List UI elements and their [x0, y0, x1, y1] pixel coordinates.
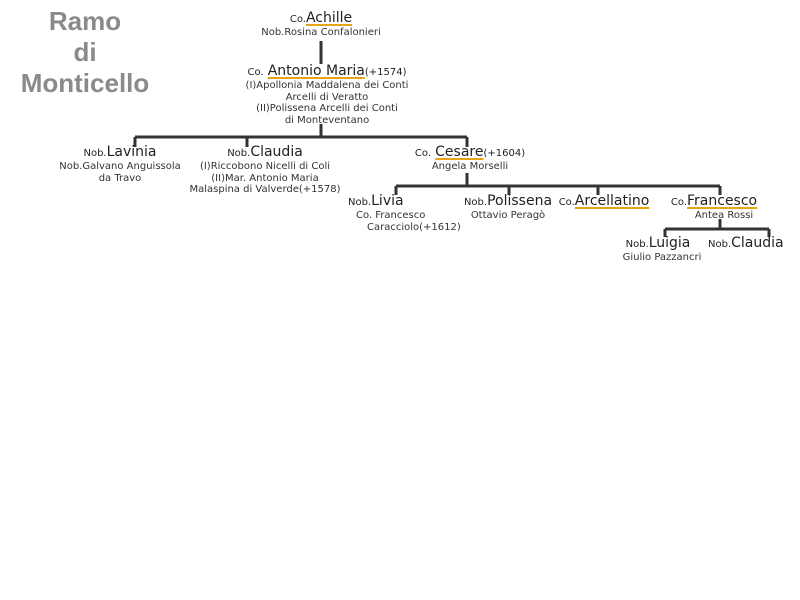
title-prefix: Co.	[414, 148, 431, 159]
person-name: Luigia	[648, 235, 691, 251]
spouse-line: Caracciolo(+1612)	[367, 221, 461, 233]
title-prefix: Nob.	[463, 197, 488, 208]
spouse-line: Giulio Pazzancri	[622, 252, 702, 263]
person-name: Arcellatino	[574, 193, 650, 209]
person-heading: Nob.Claudia	[185, 145, 345, 161]
spouse-info: Angela Morselli	[400, 161, 540, 173]
person-name: Claudia	[731, 235, 784, 251]
spouse-line: da Travo	[98, 172, 142, 184]
person-heading: Co. Antonio Maria(+1574)	[232, 64, 422, 80]
spouse-info: (I)Riccobono Nicelli di Coli (II)Mar. An…	[185, 161, 345, 196]
person-heading: Co.Francesco	[660, 194, 768, 210]
spouse-info: Antea Rossi	[660, 210, 768, 222]
spouse-line: Ottavio Peragò	[470, 210, 546, 221]
person-livia: Nob.Livia Co. Francesco Caracciolo(+1612…	[348, 194, 468, 233]
person-heading: Nob.Livia	[348, 194, 468, 210]
spouse-line: (II)Mar. Antonio Maria	[211, 172, 319, 184]
person-name: Claudia	[250, 144, 303, 160]
person-dates: (+1574)	[364, 67, 407, 78]
spouse-line: Antea Rossi	[694, 210, 754, 221]
branch-title: Ramo di Monticello	[6, 6, 164, 99]
person-heading: Nob.Polissena	[452, 194, 564, 210]
person-heading: Co. Cesare(+1604)	[400, 145, 540, 161]
title-line: di	[73, 37, 97, 67]
spouse-info: Ottavio Peragò	[452, 210, 564, 222]
person-heading: Nob.Claudia	[708, 236, 798, 252]
spouse-line: Arcelli di Veratto	[285, 91, 369, 103]
spouse-info: Giulio Pazzancri	[610, 252, 706, 264]
person-name: Livia	[371, 193, 404, 209]
person-polissena: Nob.Polissena Ottavio Peragò	[452, 194, 564, 222]
person-claudia-2: Nob.Claudia	[708, 236, 798, 252]
person-francesco: Co.Francesco Antea Rossi	[660, 194, 768, 222]
title-prefix: Nob.	[625, 239, 649, 250]
person-luigia: Nob.Luigia Giulio Pazzancri	[610, 236, 706, 264]
person-name: Cesare	[435, 144, 484, 160]
title-prefix: Nob.	[708, 239, 732, 250]
spouse-line: Nob.Rosina Confalonieri	[261, 27, 381, 38]
spouse-info: Nob.Galvano Anguissola da Travo	[42, 161, 198, 184]
person-heading: Nob.Lavinia	[42, 145, 198, 161]
title-prefix: Nob.	[348, 197, 372, 208]
person-name: Antonio Maria	[267, 63, 365, 79]
spouse-info: Co. Francesco Caracciolo(+1612)	[348, 210, 468, 233]
person-claudia: Nob.Claudia (I)Riccobono Nicelli di Coli…	[185, 145, 345, 196]
spouse-line: (II)Polissena Arcelli dei Conti	[256, 103, 398, 114]
person-name: Achille	[305, 10, 353, 26]
title-prefix: Co.	[670, 197, 687, 208]
person-name: Lavinia	[106, 144, 157, 160]
spouse-line: di Monteventano	[284, 114, 370, 126]
person-lavinia: Nob.Lavinia Nob.Galvano Anguissola da Tr…	[42, 145, 198, 184]
person-antonio-maria: Co. Antonio Maria(+1574) (I)Apollonia Ma…	[232, 64, 422, 126]
title-prefix: Co.	[289, 14, 306, 25]
person-heading: Nob.Luigia	[610, 236, 706, 252]
person-achille: Co.Achille Nob.Rosina Confalonieri	[236, 11, 406, 39]
spouse-line: Angela Morselli	[431, 161, 509, 172]
title-prefix: Nob.	[83, 148, 107, 159]
title-prefix: Co.	[247, 67, 264, 78]
spouse-line: Malaspina di Valverde(+1578)	[189, 184, 341, 195]
title-line: Ramo	[48, 6, 122, 36]
spouse-line: (I)Riccobono Nicelli di Coli	[199, 161, 331, 172]
spouse-line: Nob.Galvano Anguissola	[59, 161, 181, 172]
person-name: Francesco	[687, 193, 758, 209]
spouse-info: (I)Apollonia Maddalena dei Conti Arcelli…	[232, 80, 422, 126]
person-heading: Co.Arcellatino	[548, 194, 660, 210]
person-dates: (+1604)	[483, 148, 526, 159]
title-prefix: Nob.	[227, 148, 251, 159]
person-cesare: Co. Cesare(+1604) Angela Morselli	[400, 145, 540, 173]
title-prefix: Co.	[558, 197, 575, 208]
person-name: Polissena	[487, 193, 553, 209]
person-heading: Co.Achille	[236, 11, 406, 27]
person-arcellatino: Co.Arcellatino	[548, 194, 660, 210]
spouse-line: Co. Francesco	[356, 210, 426, 221]
spouse-info: Nob.Rosina Confalonieri	[236, 27, 406, 39]
title-line: Monticello	[20, 68, 150, 98]
spouse-line: (I)Apollonia Maddalena dei Conti	[245, 80, 409, 91]
